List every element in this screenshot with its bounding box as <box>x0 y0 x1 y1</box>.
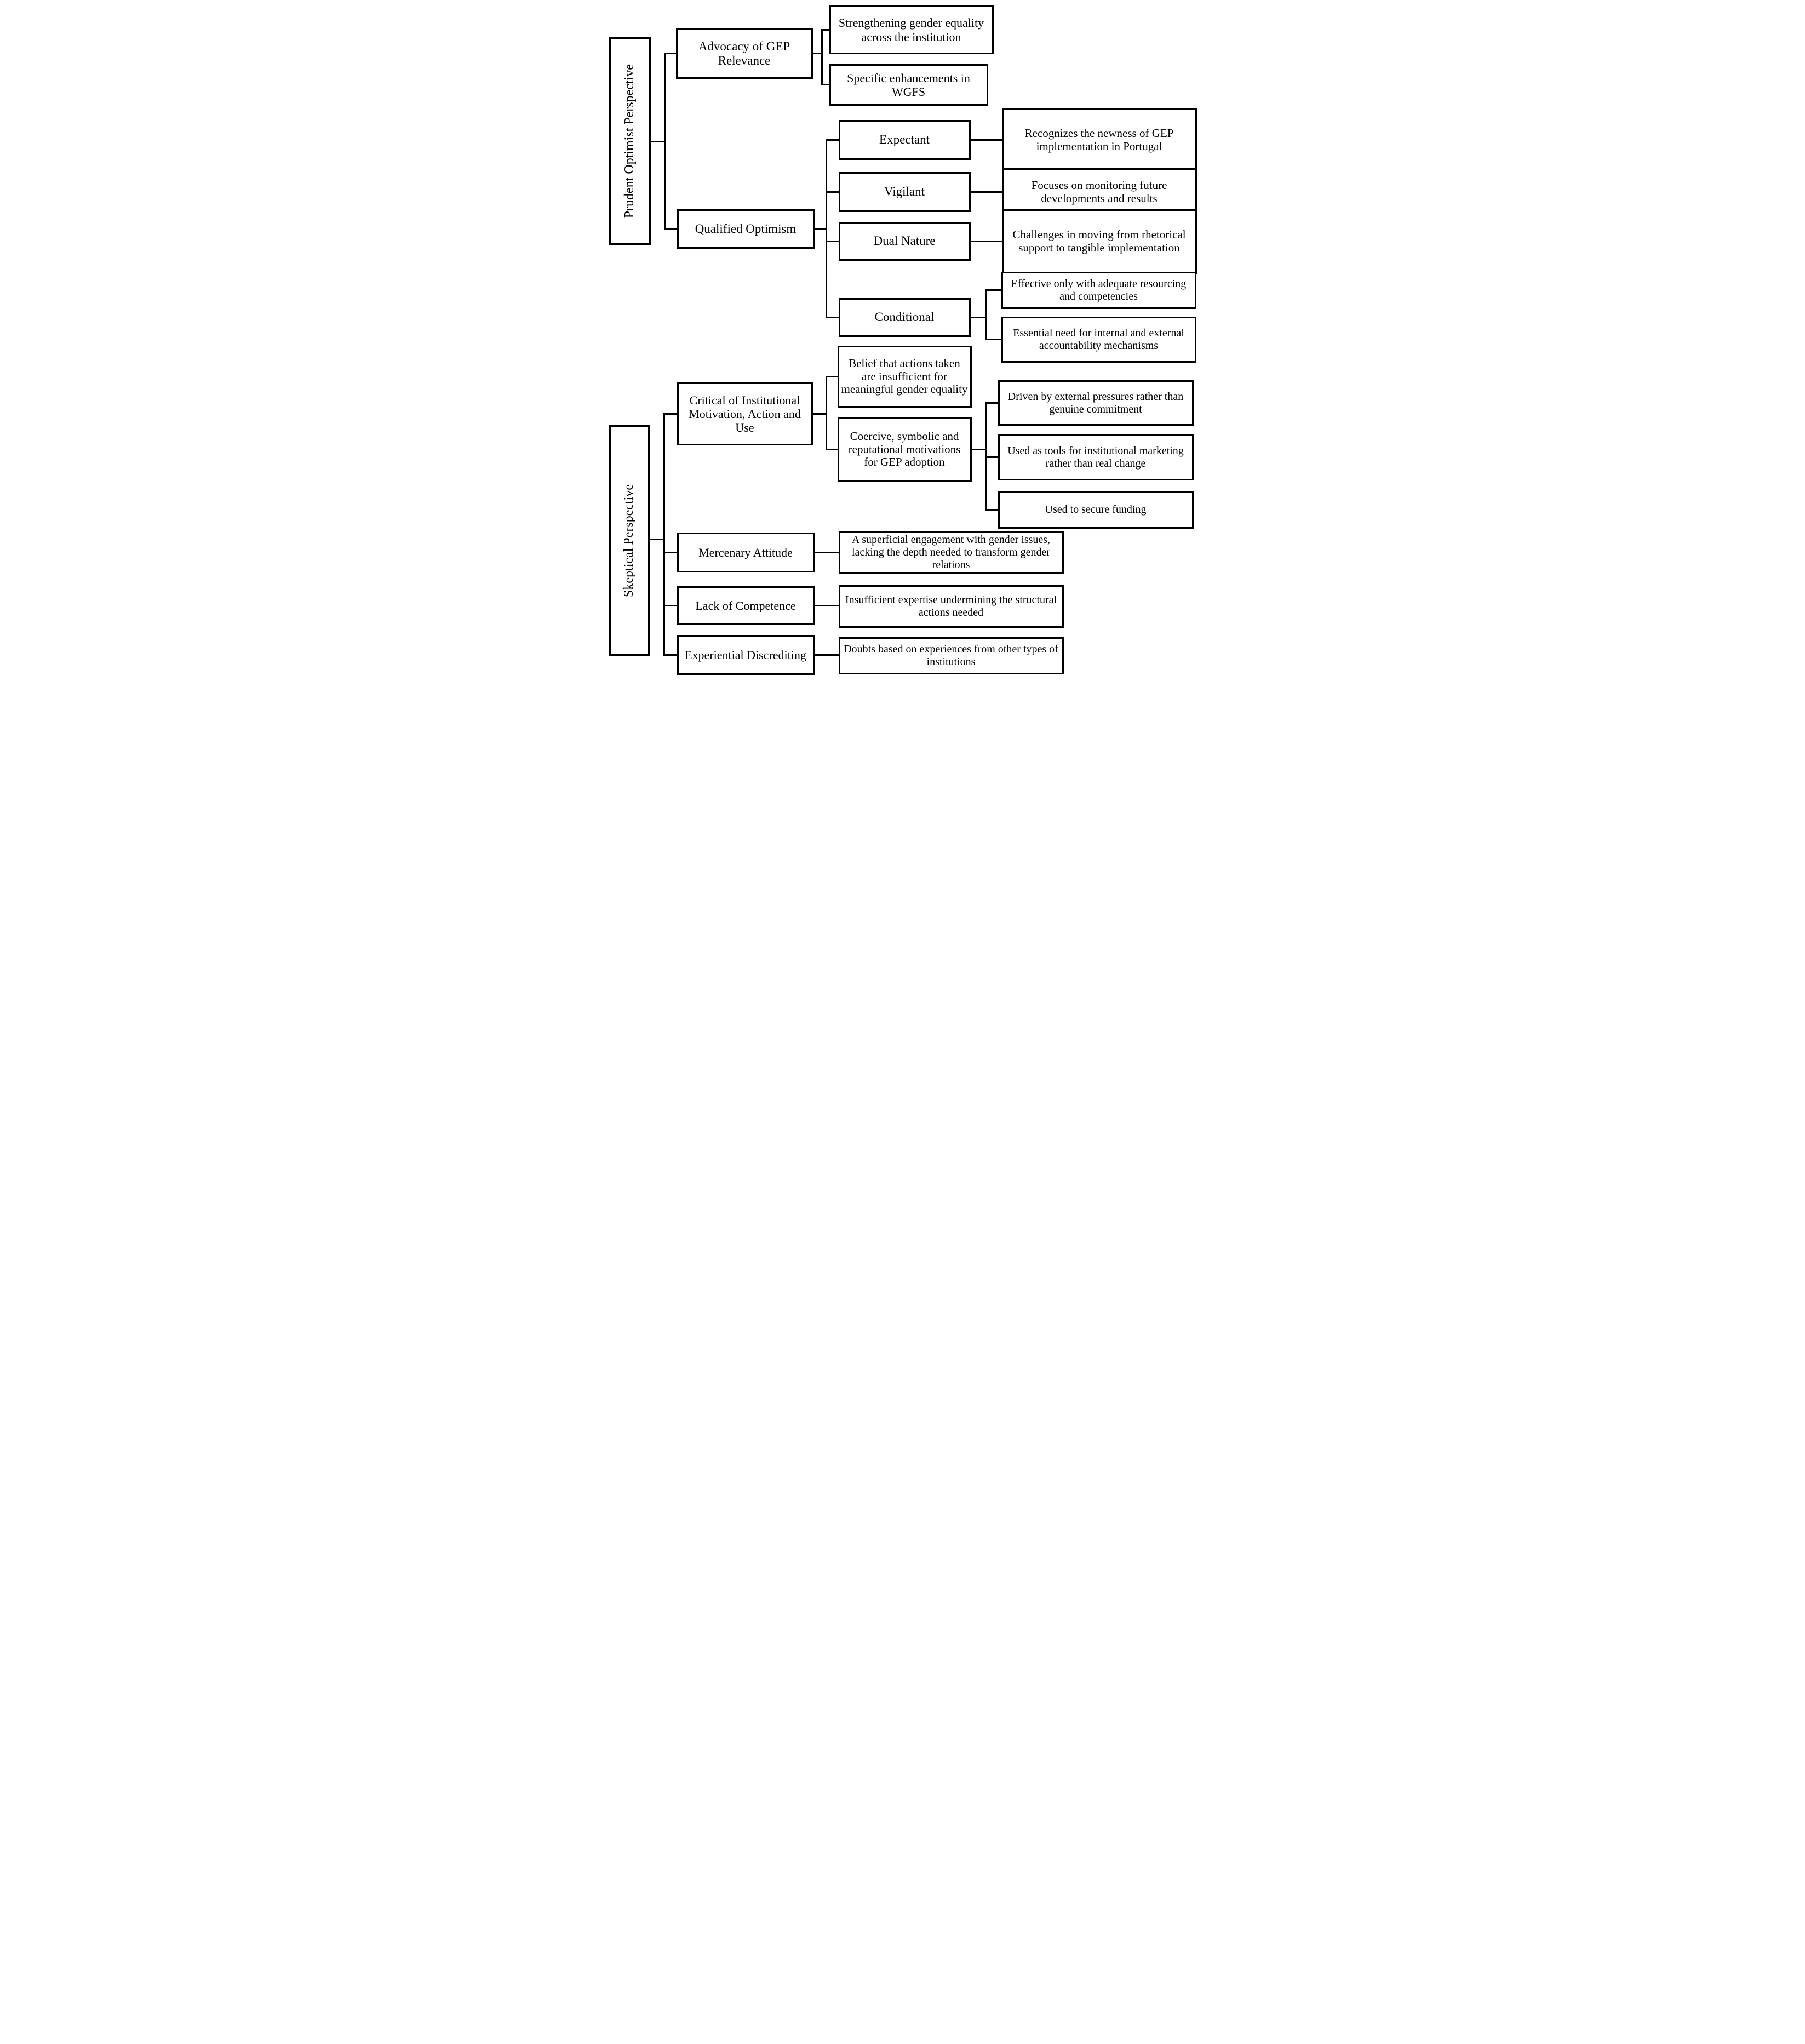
connector-stub-used-tools <box>987 456 998 458</box>
node-coercive-symbolic-reputational: Coercive, symbolic and reputational moti… <box>837 417 972 482</box>
connector-qualified-to-trunk <box>814 228 826 230</box>
node-label: Dual Nature <box>873 234 936 248</box>
connector-lack-to-desc <box>814 605 839 606</box>
node-label: Skeptical Perspective <box>621 484 636 597</box>
connector-stub-conditional <box>827 317 839 318</box>
node-insufficient-expertise: Insufficient expertise undermining the s… <box>838 585 1064 628</box>
node-label: Used as tools for institutional marketin… <box>1007 445 1184 470</box>
connector-trunk-qualified <box>825 139 827 318</box>
node-prudent-optimist-perspective: Prudent Optimist Perspective <box>609 37 651 245</box>
node-label: Recognizes the newness of GEP implementa… <box>1024 127 1174 153</box>
connector-stub-expectant <box>827 139 839 141</box>
node-label: Insufficient expertise undermining the s… <box>845 594 1057 619</box>
node-label: Essential need for internal and external… <box>1013 327 1184 352</box>
connector-experiential-to-desc <box>814 654 839 656</box>
connector-vigilant-to-desc <box>970 191 1002 193</box>
node-label: Expectant <box>879 133 930 147</box>
connector-stub-effective <box>987 289 1001 291</box>
node-label: Focuses on monitoring future development… <box>1031 178 1167 205</box>
node-advocacy-of-gep-relevance: Advocacy of GEP Relevance <box>675 28 813 79</box>
connector-stub-experiential <box>664 654 677 656</box>
connector-stub-essential <box>987 339 1001 340</box>
node-label: Doubts based on experiences from other t… <box>844 643 1058 668</box>
node-used-as-marketing-tools: Used as tools for institutional marketin… <box>998 434 1194 480</box>
connector-trunk-prudent <box>663 53 666 230</box>
node-skeptical-perspective: Skeptical Perspective <box>608 425 650 656</box>
connector-coercive-to-bracket <box>971 449 985 450</box>
connector-stub-strengthening <box>821 29 829 31</box>
connector-dual-to-desc <box>970 241 1002 242</box>
node-effective-only-with-resourcing: Effective only with adequate resourcing … <box>1001 272 1196 309</box>
connector-stub-coercive <box>827 449 838 450</box>
node-label: Advocacy of GEP Relevance <box>698 39 790 67</box>
node-label: Prudent Optimist Perspective <box>622 64 637 219</box>
node-label: Coercive, symbolic and reputational moti… <box>848 429 961 469</box>
connector-bracket-critical <box>825 376 827 450</box>
node-label: Conditional <box>874 310 935 324</box>
node-doubts-from-other-institutions: Doubts based on experiences from other t… <box>838 637 1064 674</box>
node-qualified-optimism: Qualified Optimism <box>677 209 815 249</box>
connector-mercenary-to-desc <box>814 552 839 553</box>
connector-stub-specific <box>821 84 829 85</box>
node-strengthening-gender-equality: Strengthening gender equality across the… <box>829 5 994 54</box>
node-mercenary-attitude: Mercenary Attitude <box>677 533 815 572</box>
node-essential-accountability: Essential need for internal and external… <box>1001 317 1196 363</box>
connector-stub-qualified <box>663 228 677 230</box>
connector-stub-belief <box>827 376 838 377</box>
node-label: Lack of Competence <box>695 598 796 612</box>
node-challenges-in-moving: Challenges in moving from rhetorical sup… <box>1001 209 1197 274</box>
connector-conditional-to-bracket <box>970 317 985 318</box>
node-vigilant: Vigilant <box>838 172 971 212</box>
connector-bracket-coercive <box>985 402 987 511</box>
node-label: Critical of Institutional Motivation, Ac… <box>689 393 801 435</box>
connector-stub-lack <box>664 605 677 606</box>
connector-stub-critical <box>664 413 677 415</box>
node-critical-of-institutional-motivation: Critical of Institutional Motivation, Ac… <box>677 382 813 445</box>
node-label: A superficial engagement with gender iss… <box>851 534 1051 571</box>
node-conditional: Conditional <box>838 298 971 337</box>
taxonomy-diagram: Prudent Optimist Perspective Advocacy of… <box>601 0 1204 688</box>
connector-advocacy-to-bracket <box>812 53 821 54</box>
connector-bracket-advocacy <box>821 29 823 85</box>
node-label: Used to secure funding <box>1045 503 1147 516</box>
node-label: Vigilant <box>884 185 925 199</box>
node-label: Experiential Discrediting <box>685 648 806 662</box>
connector-stub-driven <box>987 402 998 404</box>
node-focuses-on-monitoring: Focuses on monitoring future development… <box>1001 168 1197 216</box>
node-superficial-engagement: A superficial engagement with gender iss… <box>838 531 1064 574</box>
node-label: Strengthening gender equality across the… <box>838 16 984 44</box>
connector-stub-vigilant <box>827 191 839 193</box>
node-experiential-discrediting: Experiential Discrediting <box>677 635 815 675</box>
node-driven-by-external-pressures: Driven by external pressures rather than… <box>998 380 1194 426</box>
node-lack-of-competence: Lack of Competence <box>677 586 815 625</box>
node-expectant: Expectant <box>838 120 971 160</box>
node-specific-enhancements-wgfs: Specific enhancements in WGFS <box>829 64 988 106</box>
connector-bracket-conditional <box>985 289 987 340</box>
node-belief-actions-insufficient: Belief that actions taken are insufficie… <box>837 346 972 408</box>
connector-expectant-to-desc <box>970 139 1002 141</box>
connector-stub-mercenary <box>664 552 677 553</box>
node-label: Effective only with adequate resourcing … <box>1011 278 1187 302</box>
connector-stub-secure-funding <box>987 509 998 511</box>
node-label: Driven by external pressures rather than… <box>1007 390 1184 415</box>
connector-critical-to-bracket <box>812 413 826 415</box>
node-label: Mercenary Attitude <box>698 545 793 559</box>
node-label: Belief that actions taken are insufficie… <box>841 356 968 396</box>
connector-stub-advocacy <box>663 53 676 54</box>
connector-trunk-skeptical <box>663 413 665 656</box>
node-dual-nature: Dual Nature <box>838 222 971 261</box>
node-used-to-secure-funding: Used to secure funding <box>998 491 1194 529</box>
node-label: Specific enhancements in WGFS <box>847 71 970 99</box>
node-label: Challenges in moving from rhetorical sup… <box>1012 228 1186 254</box>
connector-prudent-to-trunk <box>651 141 664 142</box>
node-label: Qualified Optimism <box>695 221 797 236</box>
node-recognizes-newness: Recognizes the newness of GEP implementa… <box>1001 108 1197 173</box>
connector-skeptical-to-trunk <box>650 539 663 540</box>
connector-stub-dual-nature <box>827 241 839 242</box>
